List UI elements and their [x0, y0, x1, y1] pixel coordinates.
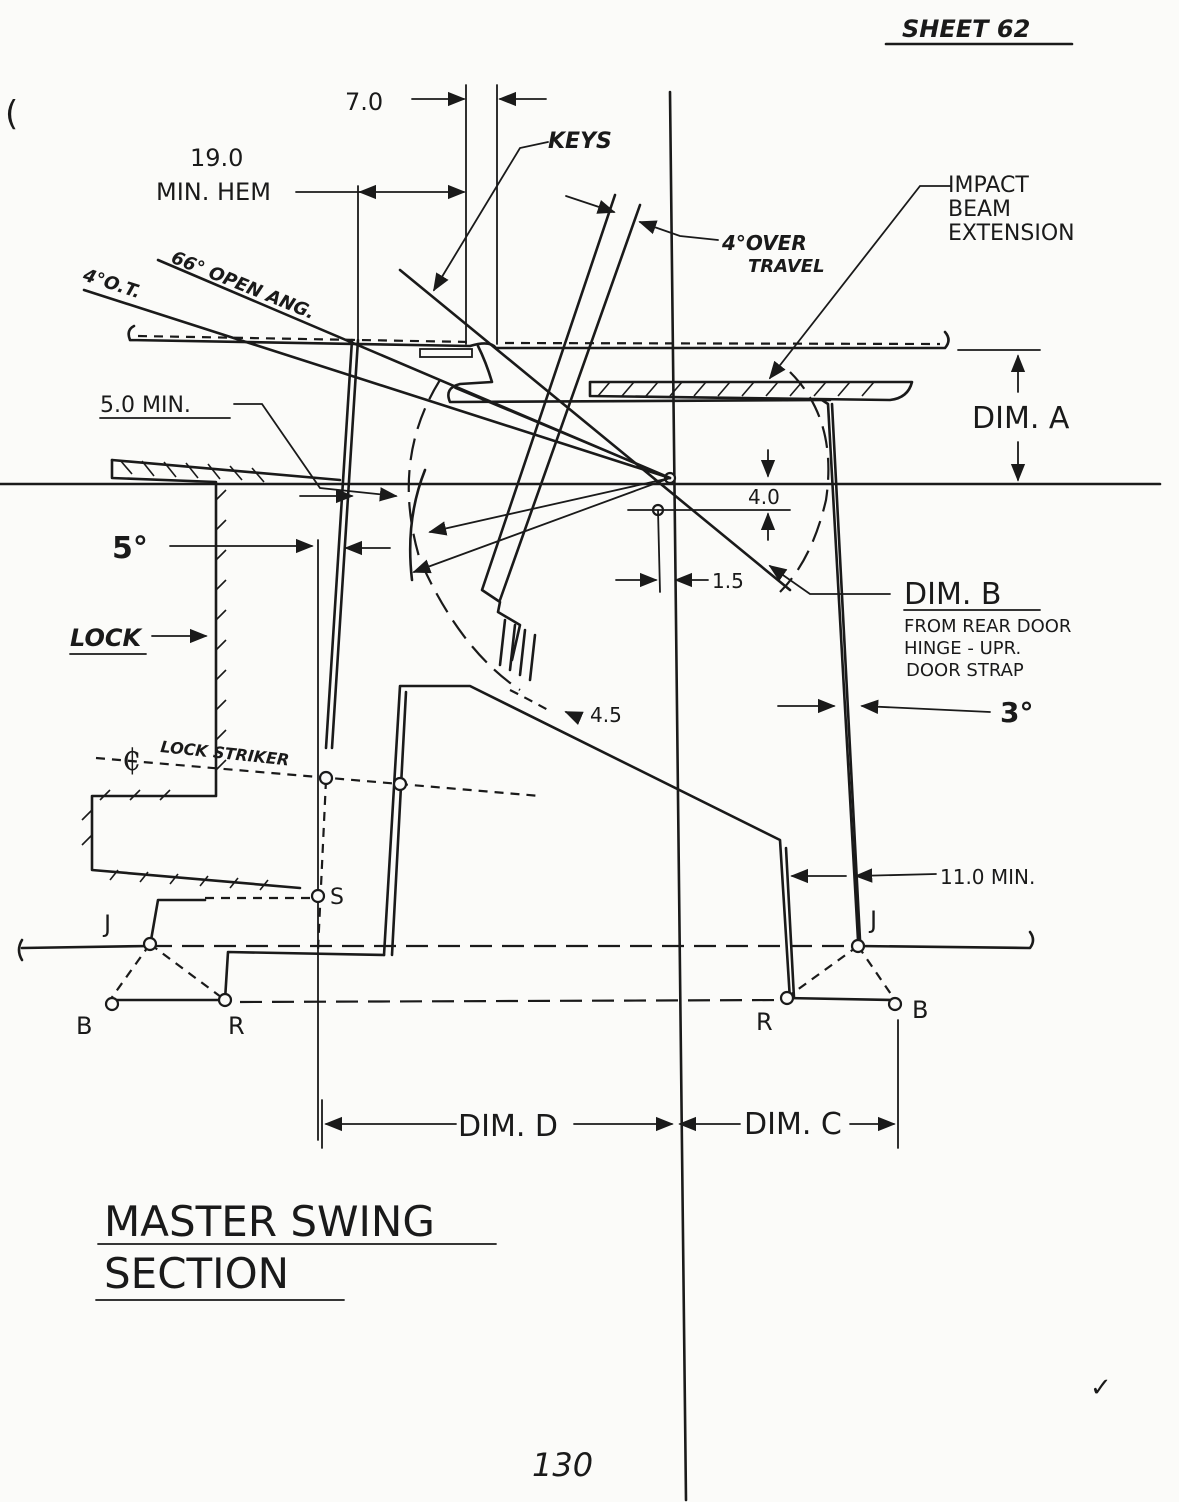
keys-label: KEYS	[548, 129, 612, 154]
check-mark: ✓	[1090, 1373, 1112, 1403]
b-point-left	[104, 996, 120, 1012]
b-label-right: B	[912, 996, 928, 1024]
impact-beam-label-1: IMPACT	[948, 173, 1029, 198]
three-deg-label: 3°	[1000, 696, 1033, 729]
dim-1-5-label: 1.5	[712, 569, 744, 593]
lock-label: LOCK	[70, 624, 143, 652]
title-line-2: SECTION	[104, 1249, 289, 1298]
r-label-left: R	[228, 1012, 245, 1040]
r-point-left	[217, 992, 233, 1008]
dim-4-label: 4.0	[748, 485, 780, 509]
s-point	[310, 888, 326, 904]
margin-mark: (	[5, 94, 18, 134]
title-line-1: MASTER SWING	[104, 1197, 435, 1246]
striker-dashed-line	[316, 779, 328, 951]
dim-7-label: 7.0	[345, 88, 383, 116]
impact-beam-leader	[768, 185, 951, 380]
impact-beam-hatch	[597, 381, 875, 397]
dim-b-note-3: DOOR STRAP	[906, 660, 1024, 681]
over-travel-label-1: 4°OVER	[721, 231, 807, 255]
centerline-symbol: ₵	[122, 743, 141, 778]
r-point-right	[779, 990, 795, 1006]
door-inner-panel-rear	[784, 846, 796, 1000]
door-inner-panel	[382, 684, 792, 1002]
sheet-label: SHEET 62	[902, 15, 1030, 43]
j-label-right: J	[868, 906, 877, 934]
right-door-edge-inner	[830, 402, 862, 942]
dim-b-leader	[768, 564, 891, 595]
radius-line-1	[412, 477, 671, 574]
over-travel-line	[82, 288, 672, 480]
three-deg-arrow-right	[860, 699, 991, 714]
dim-b-note-1: FROM REAR DOOR	[904, 616, 1071, 637]
over-travel-label-2: TRAVEL	[748, 256, 825, 277]
left-door-edge-inner	[324, 338, 354, 750]
left-door-edge	[330, 338, 360, 750]
lock-striker-centerline	[95, 756, 541, 798]
right-swing-arc	[779, 371, 830, 593]
pivot-drop-line	[657, 509, 661, 593]
over-travel-angle-label: 4°O.T.	[80, 264, 144, 303]
lock-pillar-top	[110, 458, 342, 482]
dim-a-label: DIM. A	[972, 401, 1070, 436]
lower-body-line-left	[17, 938, 152, 962]
five-min-label: 5.0 MIN.	[100, 393, 191, 418]
lower-body-line-right	[856, 930, 1035, 950]
j-label-left: J	[102, 910, 111, 938]
dim-19-label: 19.0	[190, 144, 243, 172]
over-travel-arrow-right	[638, 220, 719, 241]
keys-leader	[433, 141, 549, 292]
dim-4-5-leader	[564, 711, 584, 725]
r-label-right: R	[756, 1008, 773, 1036]
door-inner-panel-return	[390, 690, 408, 957]
swung-door-clearance	[509, 689, 549, 711]
hinge-triangle-left	[109, 943, 226, 1001]
hem-flange	[419, 348, 473, 358]
hinge-triangle-right	[785, 945, 896, 1001]
striker-point	[318, 770, 334, 786]
left-swing-arc-solid	[408, 468, 427, 582]
radius-line-2	[428, 477, 671, 536]
vertical-centerline	[668, 90, 688, 1502]
keys-diagonal-line	[398, 268, 792, 592]
top-panel-inner-line	[137, 334, 941, 346]
lock-pillar-outline	[90, 458, 302, 890]
door-inner-frame	[447, 344, 832, 404]
open-angle-label: 66° OPEN ANG.	[168, 247, 318, 324]
over-travel-arrow-left	[565, 195, 616, 214]
dim-d-label: DIM. D	[458, 1109, 558, 1144]
top-body-panel	[127, 324, 950, 350]
sill-step-left	[148, 898, 386, 1002]
b-point-right	[887, 996, 903, 1012]
page-number: 130	[532, 1446, 593, 1484]
j-point-left	[142, 936, 158, 952]
panel-point	[392, 776, 408, 792]
j-point-right	[850, 938, 866, 954]
b-r-line-right	[784, 996, 897, 1002]
b-label-left: B	[76, 1012, 92, 1040]
lock-pillar-hatch	[81, 459, 269, 891]
dim-b-note-2: HINGE - UPR.	[904, 638, 1021, 659]
s-label: S	[330, 885, 344, 910]
five-deg-label: 5°	[112, 531, 148, 566]
dim-c-label: DIM. C	[744, 1107, 842, 1142]
dim-b-label: DIM. B	[904, 577, 1002, 612]
dim-4-5-label: 4.5	[590, 703, 622, 727]
five-min-leader	[233, 403, 398, 502]
right-door-edge	[820, 398, 860, 942]
left-swing-arc	[407, 379, 521, 691]
min-hem-label: MIN. HEM	[156, 178, 271, 206]
eleven-min-arrow-right	[854, 868, 937, 883]
radius-line-3	[454, 387, 671, 479]
eleven-min-label: 11.0 MIN.	[940, 865, 1035, 889]
swung-door-flange	[498, 618, 537, 682]
b-r-dashed-line	[239, 998, 787, 1004]
swung-door-panel	[480, 193, 642, 662]
impact-beam-label-3: EXTENSION	[948, 221, 1075, 246]
impact-beam-extension	[588, 380, 914, 402]
impact-beam-label-2: BEAM	[948, 197, 1011, 222]
